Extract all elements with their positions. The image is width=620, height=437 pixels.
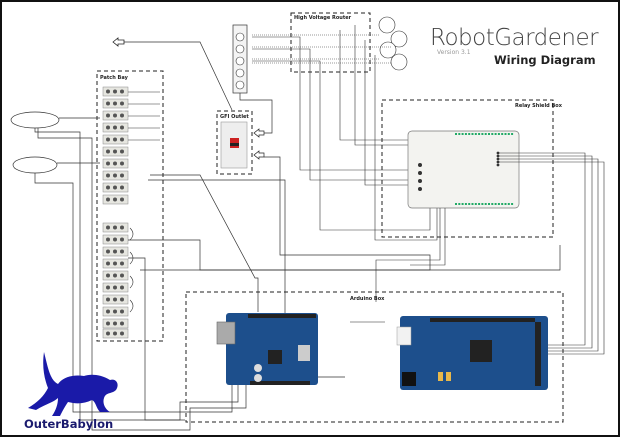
relay-shield-box: Relay Shield Box xyxy=(381,99,563,238)
terminal-block xyxy=(102,258,129,269)
arduino-box: Arduino Box xyxy=(185,291,564,423)
gfi-outlet: GFI Outlet xyxy=(216,110,265,175)
ethernet-port xyxy=(216,321,236,345)
terminal-block xyxy=(102,282,129,293)
relay-shield-board xyxy=(407,130,520,209)
sensor-ellipse xyxy=(10,111,60,129)
terminal-block xyxy=(102,146,129,157)
terminal-block xyxy=(102,294,129,305)
device-circle xyxy=(379,41,397,59)
plug-arrow-icon xyxy=(253,128,265,160)
terminal-block xyxy=(102,170,129,181)
usb-port xyxy=(396,326,412,346)
title: RobotGardener xyxy=(430,25,599,51)
terminal-block xyxy=(102,328,129,339)
high-voltage-router: High Voltage Router xyxy=(290,12,408,73)
terminal-block xyxy=(102,222,129,233)
device-circle xyxy=(378,16,396,34)
logo-text: OuterBabylon xyxy=(24,417,113,431)
terminal-block xyxy=(102,110,129,121)
terminal-block xyxy=(102,86,129,97)
relay-shield-box-label: Relay Shield Box xyxy=(515,103,563,109)
arduino-ethernet-board xyxy=(216,313,318,385)
outlet-icon xyxy=(235,68,245,78)
relay-pins xyxy=(418,133,514,205)
terminal-block xyxy=(102,182,129,193)
terminal-block xyxy=(102,194,129,205)
terminal-block xyxy=(102,134,129,145)
power-jack xyxy=(402,372,416,386)
high-voltage-router-label: High Voltage Router xyxy=(294,15,352,21)
arduino-mega-board xyxy=(396,316,548,390)
version: Version 3.1 xyxy=(437,49,471,56)
gfi-outlet-label: GFI Outlet xyxy=(220,114,249,120)
device-circle xyxy=(390,53,408,71)
terminal-block xyxy=(102,234,129,245)
input-arrow-icon xyxy=(112,37,125,47)
patch-bay-label: Patch Bay xyxy=(100,75,129,81)
outlet-icon xyxy=(235,56,245,66)
sensor-ellipse xyxy=(12,156,58,174)
terminal-blocks xyxy=(102,86,129,339)
subtitle: Wiring Diagram xyxy=(494,53,596,67)
terminal-block xyxy=(102,318,129,329)
terminal-block xyxy=(102,98,129,109)
power-strip xyxy=(232,24,248,94)
outlet-icon xyxy=(235,44,245,54)
terminal-block xyxy=(102,246,129,257)
arduino-box-label: Arduino Box xyxy=(350,296,385,302)
outlet-icon xyxy=(235,80,245,90)
device-circle xyxy=(390,30,408,48)
terminal-block xyxy=(102,122,129,133)
terminal-block xyxy=(102,158,129,169)
terminal-block xyxy=(102,306,129,317)
patch-bay: Patch Bay xyxy=(96,70,164,342)
terminal-block xyxy=(102,270,129,281)
outerbabylon-logo: OuterBabylon xyxy=(24,352,118,431)
outlet-icon xyxy=(235,32,245,42)
